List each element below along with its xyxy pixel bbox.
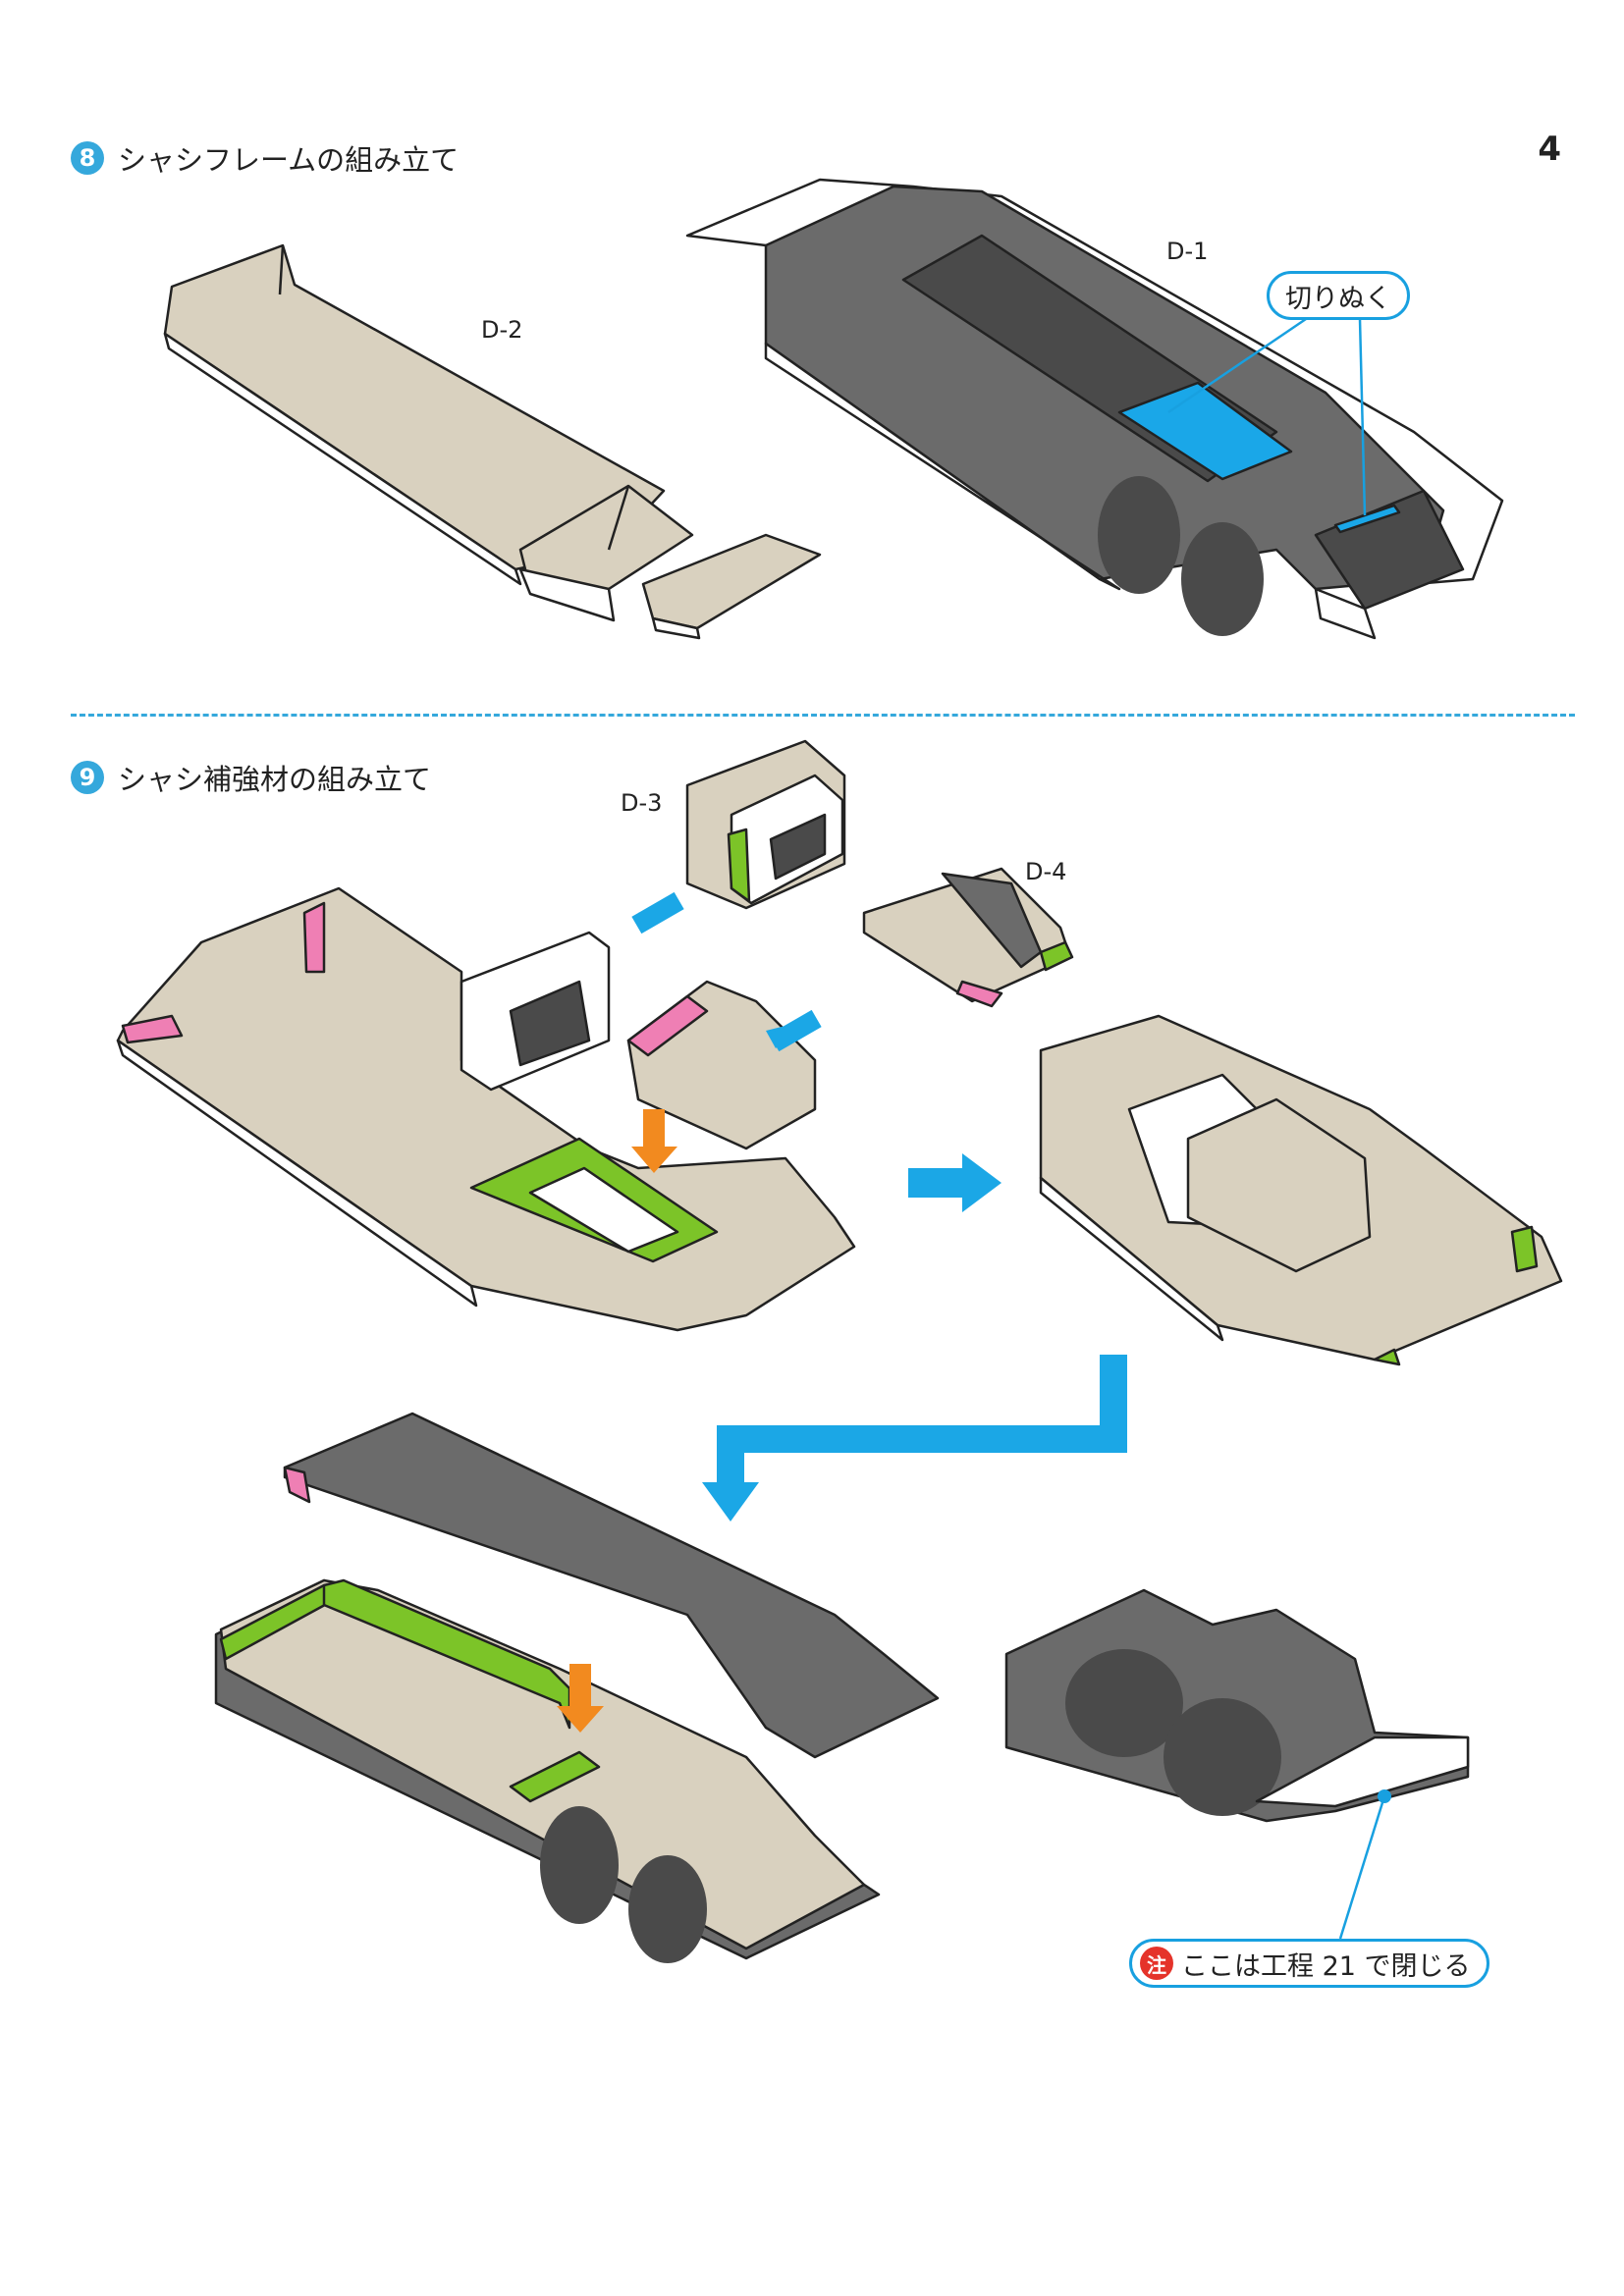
label-d1: D-1 (1166, 238, 1209, 265)
step9-chassis-result (1039, 1014, 1563, 1366)
step-8-badge: 8 (71, 141, 104, 175)
bottom-left-assembly (214, 1412, 940, 1963)
label-d4: D-4 (1025, 858, 1067, 885)
note-callout: 注 ここは工程 21 で閉じる (1129, 1939, 1489, 1988)
part-d2-drawing (163, 243, 822, 640)
step-8-title: シャシフレームの組み立て (118, 143, 460, 177)
blue-arrows (631, 891, 1127, 1522)
step-8-heading: 8 シャシフレームの組み立て (71, 137, 459, 179)
bottom-right-assembly (1004, 1588, 1470, 1940)
part-d4-drawing (862, 867, 1074, 1008)
step-9-title: シャシ補強材の組み立て (118, 763, 432, 796)
part-d1-drawing (685, 178, 1504, 640)
section-divider (71, 714, 1575, 717)
page-number: 4 (1538, 130, 1561, 169)
label-d3: D-3 (621, 789, 663, 817)
note-icon: 注 (1140, 1947, 1173, 1980)
step-9-badge: 9 (71, 761, 104, 794)
label-d2: D-2 (481, 316, 523, 344)
step9-chassis-left (116, 886, 856, 1332)
step-9-heading: 9 シャシ補強材の組み立て (71, 757, 431, 798)
cut-out-text: 切りぬく (1285, 283, 1391, 314)
cut-out-callout: 切りぬく (1267, 271, 1410, 320)
part-d3-drawing (685, 739, 846, 910)
note-text: ここは工程 21 で閉じる (1181, 1950, 1471, 1982)
